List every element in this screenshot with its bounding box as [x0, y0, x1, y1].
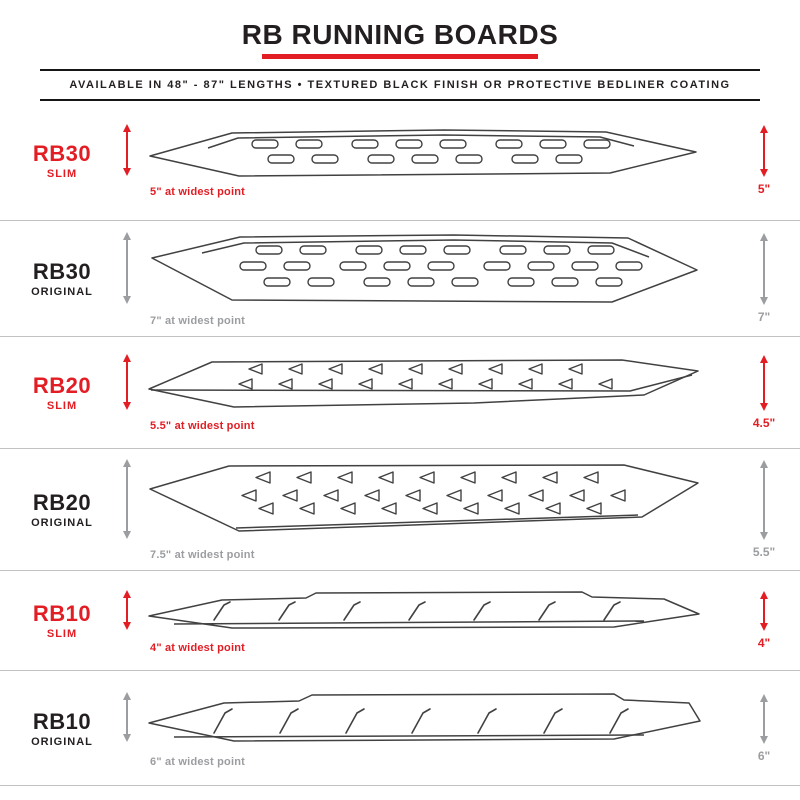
- subtitle-text: AVAILABLE IN 48" - 87" LENGTHS • TEXTURE…: [69, 79, 731, 91]
- left-height-measure: [114, 232, 140, 326]
- model-name: RB20: [32, 373, 92, 398]
- board-label: RB10 ORIGINAL: [10, 709, 114, 748]
- model-name: RB30: [32, 141, 92, 166]
- board-drawing-area: 7.5" at widest point: [140, 459, 740, 561]
- board-drawing-area: 5" at widest point: [140, 123, 740, 198]
- model-name: RB20: [32, 490, 92, 515]
- board-drawing-area: 5.5" at widest point: [140, 353, 740, 432]
- rb20-original-board-drawing: [149, 463, 699, 532]
- rb20-slim-board-drawing: [148, 359, 699, 408]
- board-drawing-area: 6" at widest point: [140, 689, 740, 768]
- board-slots: [251, 139, 611, 164]
- height-value: 7": [757, 310, 771, 324]
- variant-name: SLIM: [46, 168, 78, 180]
- double-arrow-icon: [123, 692, 131, 742]
- board-drawing-area: 4" at widest point: [140, 587, 740, 654]
- model-name: RB10: [32, 601, 92, 626]
- board-row-rb20-original: RB20 ORIGINAL: [0, 449, 800, 571]
- double-arrow-icon: [123, 459, 131, 539]
- double-arrow-icon: [760, 233, 768, 305]
- board-outline: [148, 692, 701, 742]
- width-note: 5" at widest point: [150, 186, 245, 198]
- board-outline: [149, 129, 697, 177]
- board-row-rb20-slim: RB20 SLIM: [0, 337, 800, 449]
- board-row-rb10-slim: RB10 SLIM 4" at widest point: [0, 571, 800, 671]
- left-height-measure: [114, 354, 140, 432]
- variant-name: ORIGINAL: [31, 286, 93, 298]
- height-value: 5": [757, 182, 771, 196]
- double-arrow-icon: [123, 590, 131, 630]
- board-label: RB20 ORIGINAL: [10, 490, 114, 529]
- title-underline: [262, 54, 538, 59]
- board-outline: [148, 359, 699, 408]
- right-height-measure: 4.5": [740, 355, 788, 430]
- height-value: 5.5": [752, 545, 776, 559]
- width-note: 6" at widest point: [150, 755, 245, 768]
- height-value: 4": [757, 636, 771, 650]
- width-note: 7.5" at widest point: [150, 548, 255, 561]
- width-note: 4" at widest point: [150, 642, 245, 654]
- board-label: RB30 SLIM: [10, 141, 114, 180]
- right-height-measure: 7": [740, 233, 788, 324]
- model-name: RB10: [32, 708, 92, 734]
- board-outline: [149, 463, 699, 532]
- double-arrow-icon: [123, 354, 131, 410]
- board-holes: [241, 470, 626, 515]
- subtitle-band: AVAILABLE IN 48" - 87" LENGTHS • TEXTURE…: [40, 69, 760, 101]
- rb10-original-board-drawing: [148, 692, 701, 742]
- board-outline: [151, 234, 698, 303]
- double-arrow-icon: [760, 460, 768, 540]
- variant-name: ORIGINAL: [31, 517, 93, 529]
- double-arrow-icon: [760, 355, 768, 411]
- left-height-measure: [114, 590, 140, 652]
- rb30-slim-board-drawing: [149, 129, 697, 177]
- board-slashes: [213, 707, 629, 734]
- rb30-original-board-drawing: [151, 234, 698, 303]
- double-arrow-icon: [123, 232, 131, 304]
- height-value: 6": [757, 748, 771, 763]
- board-row-rb30-original: RB30 ORIGINAL: [0, 221, 800, 337]
- left-height-measure: [114, 692, 140, 764]
- double-arrow-icon: [760, 591, 768, 631]
- double-arrow-icon: [123, 124, 131, 176]
- board-row-rb30-slim: RB30 SLIM: [0, 101, 800, 221]
- board-label: RB30 ORIGINAL: [10, 259, 114, 298]
- width-note: 7" at widest point: [150, 315, 245, 327]
- right-height-measure: 4": [740, 591, 788, 650]
- right-height-measure: 6": [740, 694, 788, 763]
- board-outline: [148, 591, 700, 629]
- rb10-slim-board-drawing: [148, 591, 700, 629]
- variant-name: ORIGINAL: [31, 735, 93, 748]
- board-drawing-area: 7" at widest point: [140, 230, 740, 327]
- board-slots: [239, 245, 643, 287]
- width-note: 5.5" at widest point: [150, 420, 255, 432]
- double-arrow-icon: [760, 694, 768, 744]
- board-row-rb10-original: RB10 ORIGINAL 6" at widest point: [0, 671, 800, 786]
- variant-name: SLIM: [46, 628, 78, 640]
- variant-name: SLIM: [46, 400, 78, 412]
- left-height-measure: [114, 124, 140, 198]
- board-label: RB10 SLIM: [10, 601, 114, 640]
- board-label: RB20 SLIM: [10, 373, 114, 412]
- left-height-measure: [114, 459, 140, 561]
- right-height-measure: 5.5": [740, 460, 788, 559]
- board-holes: [238, 363, 613, 390]
- double-arrow-icon: [760, 125, 768, 177]
- model-name: RB30: [32, 259, 92, 284]
- right-height-measure: 5": [740, 125, 788, 196]
- page-title: RB RUNNING BOARDS: [241, 19, 559, 50]
- board-slashes: [213, 601, 621, 621]
- height-value: 4.5": [752, 416, 776, 430]
